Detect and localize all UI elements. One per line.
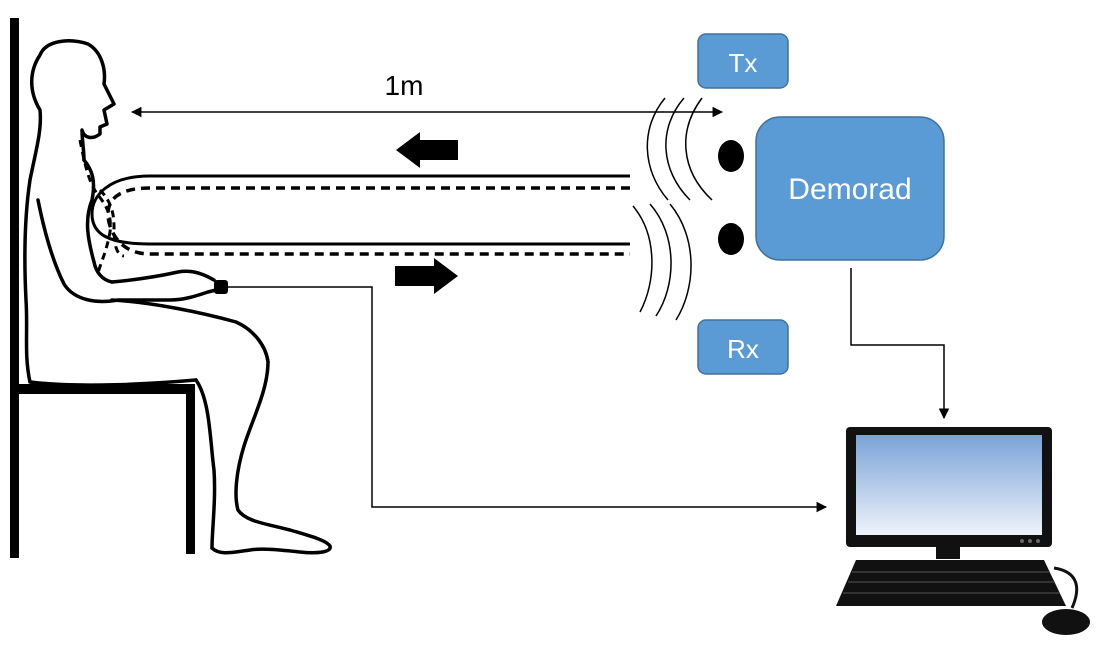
chair-icon (19, 384, 195, 554)
mouse-cable (1053, 566, 1079, 609)
body-signal-paths (78, 139, 125, 276)
demorad-box: Demorad (755, 116, 945, 261)
rx-box: Rx (697, 319, 789, 375)
seated-person-icon (23, 39, 332, 555)
rx-wave-arcs (632, 203, 692, 321)
tx-label: Tx (729, 48, 758, 78)
transmit-direction-arrow (396, 132, 458, 168)
radar-beam-dashed (106, 186, 630, 256)
desktop-computer-icon (836, 427, 1090, 635)
tx-wave-arcs (646, 97, 713, 201)
receive-direction-arrow (395, 258, 458, 294)
wall (10, 18, 19, 558)
demorad-to-computer-line (850, 268, 950, 420)
rx-antenna-icon (718, 223, 744, 255)
monitor-stand (936, 547, 960, 559)
demorad-label: Demorad (788, 173, 911, 206)
tx-antenna-icon (718, 140, 744, 172)
mouse (1042, 609, 1090, 635)
keyboard (836, 560, 1066, 606)
distance-label: 1m (385, 70, 424, 101)
tx-box: Tx (697, 33, 789, 89)
monitor-screen (856, 435, 1042, 535)
finger-sensor-icon (214, 280, 228, 294)
rx-label: Rx (727, 334, 759, 364)
sensor-to-computer-line (228, 286, 828, 513)
radar-beam-outline (90, 174, 630, 246)
